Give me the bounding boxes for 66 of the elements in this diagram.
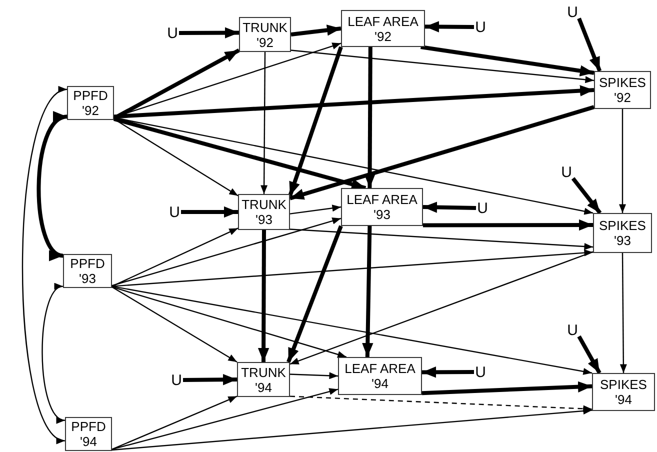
- arrow: [260, 52, 268, 194]
- variable-box: [592, 373, 655, 411]
- arrow: [424, 21, 474, 32]
- variable-label: SPIKES '93: [598, 218, 647, 248]
- arrow: [422, 202, 476, 213]
- arrow: [577, 18, 602, 72]
- error-term-label: U: [477, 200, 488, 216]
- variable-label: TRUNK '92: [242, 20, 288, 50]
- arrow: [112, 407, 592, 451]
- variable-label: PPFD '93: [69, 256, 106, 286]
- arrow: [364, 47, 376, 188]
- variable-label: LEAF AREA '92: [346, 14, 420, 44]
- arrow: [112, 249, 594, 287]
- arrow: [577, 335, 602, 374]
- arrow: [112, 286, 347, 358]
- arrow: [114, 85, 594, 119]
- arrow: [571, 177, 602, 214]
- error-term-label: U: [171, 372, 182, 388]
- arrow: [290, 372, 338, 380]
- arrow: [619, 109, 626, 213]
- variable-box: [63, 254, 112, 288]
- arrow: [420, 45, 594, 76]
- variable-label: LEAF AREA '94: [344, 361, 416, 391]
- arrow: [286, 225, 343, 363]
- error-term-label: U: [475, 18, 486, 36]
- arrow: [423, 219, 593, 231]
- variable-box: [67, 86, 114, 120]
- arrow: [112, 396, 238, 450]
- arrow: [112, 218, 342, 286]
- error-term-label: U: [169, 204, 180, 220]
- arrow: [422, 366, 474, 378]
- variable-label: SPIKES '92: [598, 75, 647, 105]
- arrow: [289, 105, 595, 200]
- error-term-label: U: [567, 322, 578, 338]
- arrow: [179, 27, 239, 38]
- arrow: [422, 381, 592, 396]
- variable-box: [338, 357, 422, 395]
- error-term-label: U: [561, 164, 572, 180]
- arrow: [290, 50, 594, 84]
- arrow: [113, 117, 366, 190]
- arrow: [258, 230, 270, 362]
- arrow: [290, 204, 342, 214]
- variable-label: PPFD '94: [70, 419, 107, 449]
- dashed-arrow: [290, 396, 592, 412]
- variable-label: PPFD '92: [72, 88, 109, 118]
- arrow: [112, 286, 238, 363]
- arrow: [290, 228, 594, 250]
- variable-label: SPIKES '94: [599, 377, 648, 407]
- double-headed-arrow: [42, 286, 66, 421]
- arrow: [290, 24, 342, 36]
- arrow: [182, 374, 238, 386]
- variable-label: TRUNK '94: [240, 364, 287, 394]
- arrow: [112, 388, 338, 450]
- arrow: [181, 206, 238, 218]
- error-term-label: U: [567, 4, 578, 20]
- variable-box: [341, 10, 425, 47]
- variable-box: [65, 417, 112, 451]
- error-term-label: U: [475, 364, 486, 380]
- variable-label: TRUNK '93: [240, 197, 288, 227]
- variable-label: LEAF AREA '93: [346, 192, 418, 222]
- arrow: [288, 46, 343, 196]
- error-term-label: U: [167, 24, 178, 42]
- arrow: [112, 286, 592, 375]
- arrow: [290, 251, 594, 365]
- arrow: [362, 226, 374, 358]
- arrow: [620, 253, 627, 373]
